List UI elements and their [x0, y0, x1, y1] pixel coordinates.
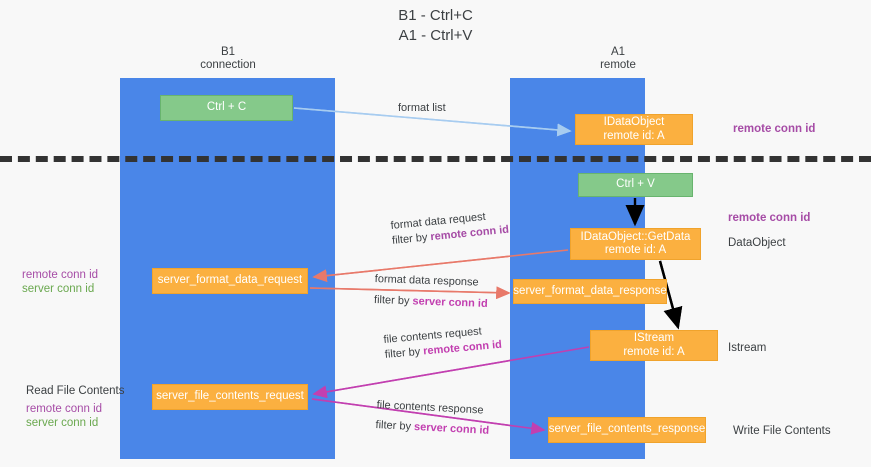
- lane-header-b1-sub: connection: [200, 59, 256, 71]
- flow-label-file-contents-response-filter: filter by server conn id: [375, 418, 489, 439]
- flow-label-format-data-request: format data request filter by remote con…: [390, 208, 510, 249]
- lane-header-b1: B1 connection: [150, 46, 306, 72]
- lane-header-a1: A1 remote: [540, 46, 696, 72]
- node-ctrl-c[interactable]: Ctrl + C: [160, 95, 293, 121]
- filter-prefix: filter by: [384, 345, 424, 361]
- node-idataobject-sublabel: remote id: A: [603, 129, 665, 142]
- side-label-left-conn-ids-mid: remote conn id server conn id: [22, 268, 98, 296]
- node-istream-label: IStream: [633, 332, 675, 344]
- node-idataobject[interactable]: IDataObject remote id: A: [575, 114, 693, 145]
- page-title-line1: B1 - Ctrl+C: [398, 7, 473, 24]
- filter-key-server-conn-id: server conn id: [412, 295, 488, 310]
- filter-key-server-conn-id: server conn id: [413, 420, 490, 437]
- node-idataobject-getdata-sublabel: remote id: A: [604, 244, 667, 256]
- node-server-file-contents-request[interactable]: server_file_contents_request: [152, 384, 308, 410]
- filter-prefix: filter by: [391, 231, 432, 247]
- node-istream[interactable]: IStream remote id: A: [590, 330, 718, 361]
- node-idataobject-getdata[interactable]: IDataObject::GetData remote id: A: [570, 228, 701, 260]
- node-server-format-data-response[interactable]: server_format_data_response: [513, 279, 667, 304]
- flow-label-file-contents-response-text: file contents response: [376, 398, 484, 417]
- side-label-left-remote-conn-id-mid: remote conn id: [22, 269, 99, 281]
- side-label-read-file-contents: Read File Contents: [26, 385, 125, 397]
- side-label-write-file-contents: Write File Contents: [733, 425, 831, 437]
- flow-label-format-list: format list: [398, 101, 446, 116]
- node-server-format-data-request[interactable]: server_format_data_request: [152, 268, 308, 294]
- flow-label-format-data-response-filter: filter by server conn id: [374, 293, 488, 312]
- flow-label-format-data-response-text: format data response: [374, 272, 479, 289]
- side-label-remote-conn-id-top: remote conn id: [733, 123, 816, 135]
- page-title-line2: A1 - Ctrl+V: [398, 27, 473, 44]
- flow-label-file-contents-request: file contents request filter by remote c…: [383, 323, 503, 363]
- side-label-left-conn-ids-bottom: remote conn id server conn id: [26, 402, 102, 430]
- flow-label-file-contents-response: file contents response filter by server …: [375, 398, 490, 439]
- lane-header-b1-name: B1: [220, 46, 236, 58]
- node-idataobject-getdata-label: IDataObject::GetData: [580, 230, 691, 243]
- side-label-left-server-conn-id-bottom: server conn id: [26, 417, 99, 429]
- node-server-file-contents-response[interactable]: server_file_contents_response: [548, 417, 706, 443]
- node-server-file-contents-response-label: server_file_contents_response: [548, 423, 706, 436]
- dashed-divider: [0, 156, 871, 162]
- flow-label-format-list-text: format list: [398, 102, 446, 114]
- node-ctrl-v-label: Ctrl + V: [616, 178, 655, 191]
- lane-a1-remote-bottom: [510, 160, 645, 459]
- lane-header-a1-sub: remote: [600, 59, 636, 71]
- node-ctrl-v[interactable]: Ctrl + V: [578, 173, 693, 197]
- node-server-file-contents-request-label: server_file_contents_request: [156, 390, 304, 403]
- node-ctrl-c-label: Ctrl + C: [206, 101, 247, 114]
- filter-prefix: filter by: [375, 418, 415, 433]
- node-server-format-data-request-label: server_format_data_request: [157, 274, 303, 287]
- side-label-istream: Istream: [728, 342, 767, 354]
- side-label-left-remote-conn-id-bottom: remote conn id: [26, 403, 103, 415]
- node-istream-sublabel: remote id: A: [623, 345, 685, 358]
- side-label-left-server-conn-id-mid: server conn id: [22, 283, 95, 295]
- lane-header-a1-name: A1: [610, 46, 626, 58]
- side-label-remote-conn-id-mid: remote conn id: [728, 212, 811, 224]
- filter-prefix: filter by: [373, 293, 413, 308]
- page-title: B1 - Ctrl+C A1 - Ctrl+V: [0, 6, 871, 46]
- node-server-format-data-response-label: server_format_data_response: [513, 284, 667, 297]
- flow-label-format-data-response: format data response filter by server co…: [374, 272, 489, 312]
- side-label-dataobject: DataObject: [728, 237, 786, 249]
- node-idataobject-label: IDataObject: [603, 116, 665, 128]
